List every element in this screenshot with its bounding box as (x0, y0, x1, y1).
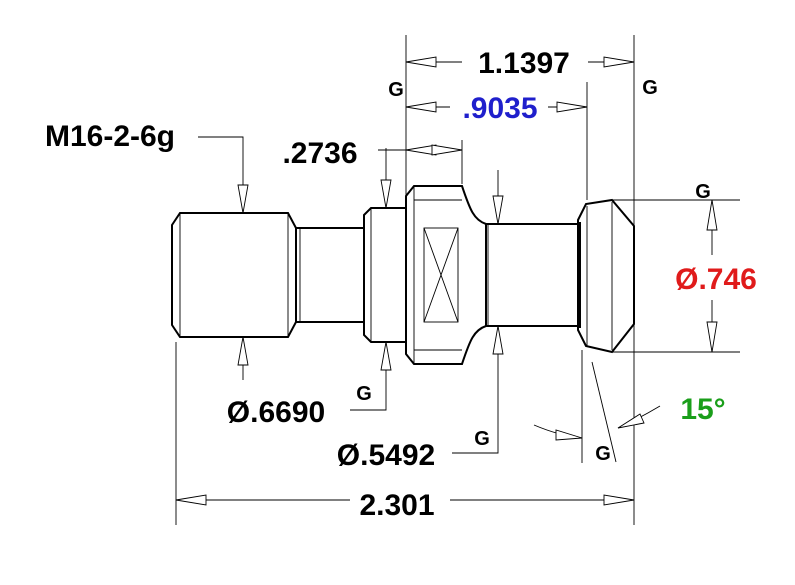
neck (486, 223, 578, 327)
gdt-mark-5: G (474, 428, 490, 450)
arrow-groove-bottom (380, 341, 392, 371)
hex-flat (423, 227, 459, 323)
dim-neck-diameter: Ø.5492 (337, 439, 435, 472)
dimension-labels: 2.301 1.1397 .9035 .2736 M16-2-6g Ø.746 … (45, 47, 757, 522)
arrow-groove-top (380, 179, 392, 209)
dim-thread: M16-2-6g (45, 120, 175, 153)
arrow-neck-bottom (492, 325, 504, 355)
collar (363, 207, 407, 343)
dim-groove-diameter: Ø.6690 (227, 396, 325, 429)
gdt-mark-3: G (695, 181, 711, 203)
arrow-3-right (431, 144, 463, 156)
arrow-angle-left (555, 429, 583, 441)
hex-flat-cross (423, 227, 459, 323)
angle-ext-line (591, 361, 617, 463)
arrow-overall-left (175, 494, 207, 506)
arrow-head-bottom (706, 321, 718, 353)
thread-section (171, 212, 297, 338)
arrow-thread (237, 184, 249, 214)
dim-length-1: 1.1397 (478, 47, 570, 80)
dim-angle: 15° (680, 393, 725, 426)
retention-head (577, 198, 635, 354)
dim-length-2: .9035 (462, 92, 537, 125)
dim-overall-length: 2.301 (359, 489, 434, 522)
arrow-2-left (405, 101, 437, 113)
arrow-overall-right (603, 494, 635, 506)
arrow-head-top (706, 199, 718, 231)
leader-thread (198, 136, 244, 213)
part-outline (171, 185, 635, 365)
dimension-geometry (175, 35, 740, 525)
hex-flange (405, 185, 487, 365)
arrow-2-right (556, 101, 588, 113)
gdt-mark-1: G (388, 79, 404, 101)
arrow-1-right (603, 56, 635, 68)
arrow-3-left (405, 144, 437, 156)
gdt-mark-4: G (356, 383, 372, 405)
gdt-mark-2: G (642, 77, 658, 99)
shank (296, 227, 364, 323)
arrow-1-left (405, 56, 437, 68)
arrow-neck-top (492, 195, 504, 225)
arrow-thread-bottom (237, 336, 249, 366)
leader-neck-bottom (452, 326, 499, 454)
dim-flange-diameter: Ø.746 (675, 263, 757, 296)
dim-length-3: .2736 (282, 137, 357, 170)
arrow-angle-right (617, 413, 645, 429)
gdt-mark-6: G (595, 443, 611, 465)
